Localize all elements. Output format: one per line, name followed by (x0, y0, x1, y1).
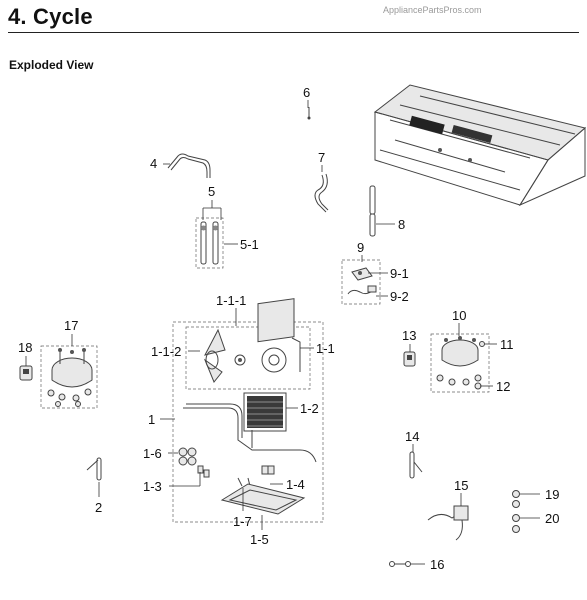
callout-9: 9 (357, 240, 364, 255)
callout-5: 5 (208, 184, 215, 199)
part-1-illustration (172, 298, 324, 523)
callout-1-1: 1-1 (316, 341, 335, 356)
callout-16: 16 (430, 557, 444, 572)
part-20-illustration (512, 514, 520, 533)
machine-compartment-illustration (373, 84, 587, 207)
callout-1-5: 1-5 (250, 532, 269, 547)
callout-10: 10 (452, 308, 466, 323)
callout-4: 4 (150, 156, 157, 171)
callout-labels: 6 4 5 5-1 7 8 9 9-1 9-2 1-1-1 1-1-2 1-1 … (18, 85, 559, 572)
callout-1-1-2: 1-1-2 (151, 344, 181, 359)
part-5-illustration (195, 217, 224, 269)
callout-1-1-1: 1-1-1 (216, 293, 246, 308)
callout-1-6: 1-6 (143, 446, 162, 461)
section-title: 4. Cycle (8, 4, 93, 29)
callout-19: 19 (545, 487, 559, 502)
part-16-illustration (389, 561, 411, 567)
part-15-illustration (427, 505, 469, 541)
callout-12: 12 (496, 379, 510, 394)
callout-20: 20 (545, 511, 559, 526)
part-8-illustration (369, 185, 376, 237)
callout-14: 14 (405, 429, 419, 444)
subtitle: Exploded View (9, 58, 94, 72)
part-18-illustration (19, 365, 33, 381)
callout-9-2: 9-2 (390, 289, 409, 304)
callout-2: 2 (95, 500, 102, 515)
part-11-illustration (479, 341, 485, 347)
callout-11: 11 (500, 337, 514, 352)
callout-6: 6 (303, 85, 310, 100)
callout-1: 1 (148, 412, 155, 427)
watermark: AppliancePartsPros.com (383, 5, 482, 15)
part-9-illustration (341, 259, 381, 305)
part-7-illustration (314, 173, 329, 213)
part-2-illustration (86, 457, 102, 481)
callout-7: 7 (318, 150, 325, 165)
callout-8: 8 (398, 217, 405, 232)
callout-17: 17 (64, 318, 78, 333)
part-4-illustration (167, 153, 211, 178)
callout-18: 18 (18, 340, 32, 355)
part-13-illustration (403, 351, 416, 367)
callout-1-7: 1-7 (233, 514, 252, 529)
callout-1-4: 1-4 (286, 477, 305, 492)
part-19-illustration (512, 490, 520, 508)
callout-1-2: 1-2 (300, 401, 319, 416)
callout-9-1: 9-1 (390, 266, 409, 281)
title-rule (8, 32, 579, 33)
callout-1-3: 1-3 (143, 479, 162, 494)
part-10-illustration (430, 333, 490, 393)
part-14-illustration (409, 451, 423, 479)
part-17-illustration (40, 345, 98, 409)
callout-15: 15 (454, 478, 468, 493)
part-6-illustration (307, 107, 311, 120)
callout-13: 13 (402, 328, 416, 343)
callout-5-1: 5-1 (240, 237, 259, 252)
leader-lines (25, 100, 540, 565)
